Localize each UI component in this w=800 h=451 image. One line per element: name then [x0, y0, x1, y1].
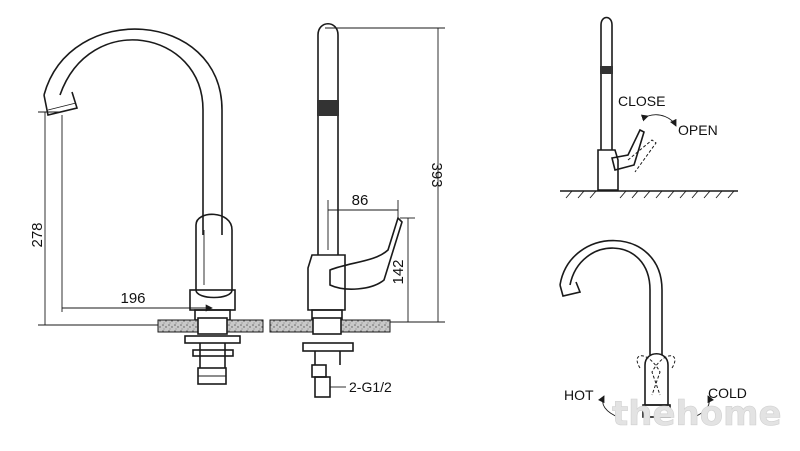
hc-spout-outer	[569, 247, 651, 355]
op-lever-open-position	[627, 139, 657, 173]
op-rotate-arrow	[640, 114, 677, 127]
front-spout-inner	[43, 28, 223, 235]
hc-handle-cold-position	[651, 355, 676, 396]
front-spout-outer	[59, 39, 204, 235]
watermark-logo: thehome	[612, 394, 782, 434]
hc-handle	[644, 352, 669, 406]
operation-open-close: CLOSE OPEN	[560, 16, 738, 199]
front-view: 278 196	[29, 28, 264, 385]
open-label: OPEN	[678, 122, 718, 138]
hc-hot-arrow	[597, 395, 621, 419]
connection-label: 2-G1/2	[349, 379, 392, 395]
front-handle	[195, 213, 233, 299]
side-aerator-band	[317, 100, 339, 116]
close-label: CLOSE	[618, 93, 665, 109]
dim-reach-196: 196	[120, 290, 145, 307]
hc-handle-hot-position	[636, 355, 661, 396]
hc-spout-inner	[559, 239, 663, 355]
hc-body-base	[642, 404, 671, 418]
side-view: 2-G1/2 393 86 142	[269, 22, 445, 398]
dim-total-height-393: 393	[428, 162, 445, 187]
dim-handle-width-86: 86	[352, 192, 369, 209]
side-body	[307, 254, 346, 311]
op-lever	[611, 128, 645, 171]
dim-height-278: 278	[29, 222, 46, 247]
op-spout-column	[600, 16, 613, 150]
hc-cold-arrow	[691, 395, 715, 419]
side-hose-connector	[314, 376, 331, 398]
operation-hot-cold: HOT COLD	[559, 239, 747, 419]
front-aerator	[43, 91, 79, 116]
hot-label: HOT	[564, 387, 594, 403]
cold-label: COLD	[708, 385, 747, 401]
dim-handle-height-142: 142	[390, 259, 407, 284]
side-spout-column	[317, 22, 339, 255]
op-body	[597, 149, 619, 191]
